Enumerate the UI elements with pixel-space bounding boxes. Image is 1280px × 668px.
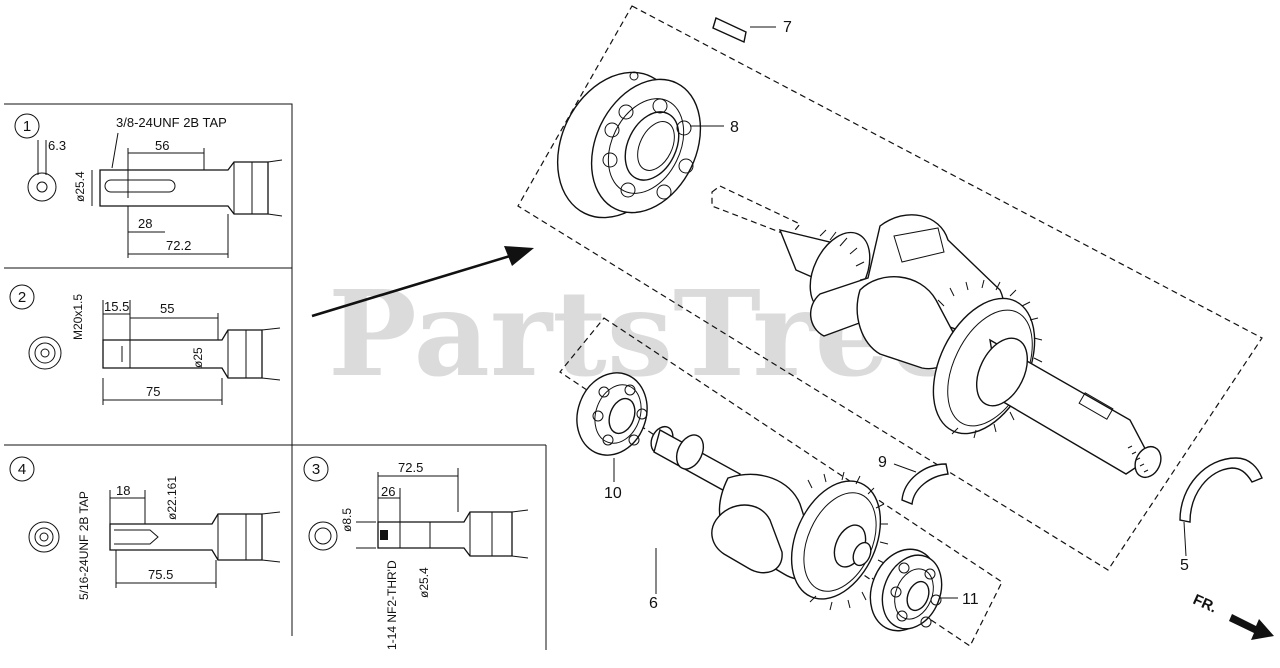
end-view-1 xyxy=(27,172,57,202)
panel-number-circle-1 xyxy=(14,113,40,139)
callout-6: 6 xyxy=(649,595,658,612)
panel-number-circle-3 xyxy=(303,456,329,482)
dim-75: 75 xyxy=(146,384,160,399)
front-arrow-icon xyxy=(1229,614,1274,640)
arrow-head xyxy=(504,246,534,266)
thread-note-1: 3/8-24UNF 2B TAP xyxy=(116,115,227,130)
thrust-washer-9: 9 xyxy=(878,454,949,505)
dim-75-5: 75.5 xyxy=(148,567,173,582)
shaft-variant-grid xyxy=(4,103,547,650)
end-view-3 xyxy=(308,521,338,551)
callout-8: 8 xyxy=(730,119,739,136)
dim-dia-22-161: ø22.161 xyxy=(165,476,179,520)
end-view-4 xyxy=(28,521,60,553)
dim-55: 55 xyxy=(160,301,174,316)
thread-note-4: 5/16-24UNF 2B TAP xyxy=(77,491,91,600)
ball-bearing-10: 10 xyxy=(576,372,648,502)
dim-dia-25-4-a: ø25.4 xyxy=(73,171,87,202)
dim-72-2: 72.2 xyxy=(166,238,191,253)
ball-bearing-11: 11 xyxy=(869,548,979,632)
shaft-profile-4 xyxy=(109,513,263,561)
crankshaft-assembly-boundary xyxy=(517,5,1263,571)
thread-note-3: 1-14 NF2-THR'D xyxy=(385,560,399,650)
front-label: FR. xyxy=(1190,591,1219,616)
reference-arrow xyxy=(311,246,534,318)
dim-dia-8-5: ø8.5 xyxy=(340,508,354,532)
panel-number-1: 1 xyxy=(23,118,31,135)
dim-72-5: 72.5 xyxy=(398,460,423,475)
shaft-variant-1: 1 3/8-24UNF 2B TAP 6.3 56 ø25.4 28 72.2 xyxy=(14,113,283,258)
panel-number-4: 4 xyxy=(18,461,26,478)
shaft-profile-2 xyxy=(102,329,263,379)
shaft-variant-2: 2 M20x1.5 15.5 55 ø25 75 xyxy=(9,284,281,405)
callout-5: 5 xyxy=(1180,557,1189,574)
thread-note-2: M20x1.5 xyxy=(71,294,85,340)
panel-number-3: 3 xyxy=(312,461,320,478)
end-view-2 xyxy=(28,336,62,370)
panel-number-circle-4 xyxy=(9,456,35,482)
front-direction-indicator: FR. xyxy=(1190,591,1274,640)
dim-dia-25-4-b: ø25.4 xyxy=(417,567,431,598)
dim-dia-25: ø25 xyxy=(191,347,205,368)
dim-56: 56 xyxy=(155,138,169,153)
callout-7: 7 xyxy=(783,19,792,36)
callout-10: 10 xyxy=(604,485,622,502)
shaft-profile-1 xyxy=(99,161,269,215)
thrust-washer-5: 5 xyxy=(1179,457,1263,574)
shaft-variant-4: 4 5/16-24UNF 2B TAP 18 ø22.161 75.5 xyxy=(9,456,281,600)
crankshaft-upper xyxy=(711,185,1162,479)
dim-26: 26 xyxy=(381,484,395,499)
dim-6-3: 6.3 xyxy=(48,138,66,153)
key-part: 7 xyxy=(712,17,792,44)
ball-bearing-large: 8 xyxy=(556,71,739,219)
shaft-variant-3: 3 1-14 NF2-THR'D 72.5 ø8.5 26 ø25.4 xyxy=(303,456,529,650)
panel-number-circle-2 xyxy=(9,284,35,310)
dim-15-5: 15.5 xyxy=(104,299,129,314)
crankshaft-lower: 6 xyxy=(649,425,889,612)
dim-18: 18 xyxy=(116,483,130,498)
crankshaft-kit-boundary xyxy=(559,317,1003,647)
callout-11: 11 xyxy=(962,591,979,608)
dim-28: 28 xyxy=(138,216,152,231)
panel-number-2: 2 xyxy=(18,289,26,306)
callout-9: 9 xyxy=(878,454,887,471)
